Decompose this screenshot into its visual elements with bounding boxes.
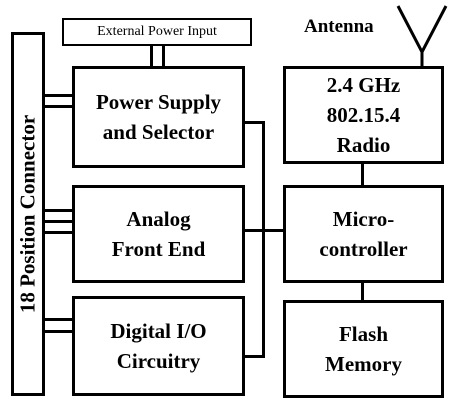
connector-power-link-2	[45, 105, 72, 108]
connector-block: 18 Position Connector	[11, 32, 45, 396]
radio-block: 2.4 GHz 802.15.4 Radio	[283, 66, 444, 164]
vertical-bus	[262, 121, 265, 358]
connector-afe-link-1	[45, 209, 72, 212]
connector-label: 18 Position Connector	[15, 114, 40, 314]
power-bus-stub	[245, 121, 265, 124]
connector-dio-link-2	[45, 330, 72, 333]
external-power-input-box: External Power Input	[62, 18, 252, 46]
analog-front-end-label: Analog Front End	[111, 207, 206, 261]
power-supply-block: Power Supply and Selector	[72, 66, 245, 168]
mcu-flash-link	[361, 283, 364, 300]
power-supply-label: Power Supply and Selector	[95, 90, 222, 144]
afe-mcu-link	[245, 229, 283, 232]
flash-memory-block: Flash Memory	[283, 300, 444, 398]
radio-mcu-link	[361, 164, 364, 185]
connector-afe-link-3	[45, 231, 72, 234]
ext-power-link-1	[150, 46, 153, 66]
radio-label: 2.4 GHz 802.15.4 Radio	[326, 73, 401, 157]
digital-io-block: Digital I/O Circuitry	[72, 296, 245, 396]
dio-bus-stub	[245, 355, 265, 358]
analog-front-end-block: Analog Front End	[72, 185, 245, 283]
external-power-input-label: External Power Input	[97, 24, 217, 39]
ext-power-link-2	[162, 46, 165, 66]
antenna-label: Antenna	[304, 16, 374, 37]
digital-io-label: Digital I/O Circuitry	[110, 319, 207, 373]
connector-afe-link-2	[45, 220, 72, 223]
connector-dio-link-1	[45, 318, 72, 321]
connector-power-link-1	[45, 94, 72, 97]
flash-memory-label: Flash Memory	[325, 322, 402, 376]
microcontroller-block: Micro- controller	[283, 185, 444, 283]
microcontroller-label: Micro- controller	[319, 207, 408, 261]
